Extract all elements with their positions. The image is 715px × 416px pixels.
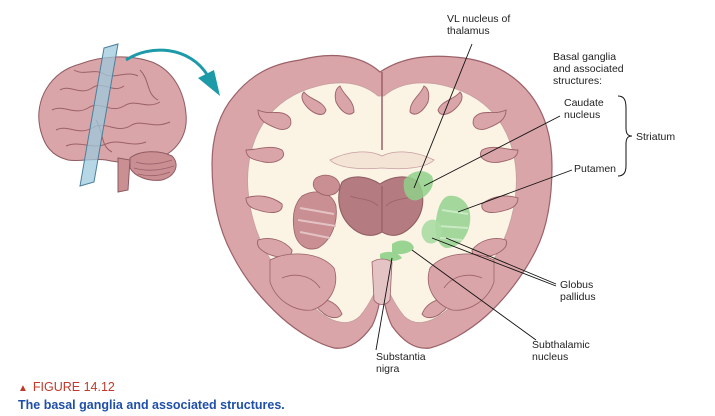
putamen-shape	[435, 195, 471, 248]
left-striatum-region	[292, 174, 341, 250]
label-subthalamic-line2: nucleus	[532, 351, 568, 363]
label-striatum: Striatum	[636, 131, 675, 143]
lateral-brain-brainstem	[117, 157, 131, 193]
leader-lines	[375, 43, 633, 351]
label-vl-line2: thalamus	[447, 25, 490, 37]
label-bg-line1: Basal ganglia	[553, 51, 616, 63]
left-temporal-lobe	[269, 253, 337, 311]
caudate-nucleus-shape	[403, 171, 434, 201]
label-substantia-line1: Substantia	[376, 351, 426, 363]
coronal-brain-section	[211, 54, 553, 349]
leader-globus-2	[431, 237, 557, 287]
globus-pallidus-shape	[421, 219, 442, 244]
label-caudate-line1: Caudate	[564, 97, 604, 109]
thalamus-region	[338, 176, 424, 236]
leader-vl	[413, 43, 473, 189]
lateral-brain-cerebrum	[38, 56, 187, 164]
triangle-icon: ▲	[18, 383, 28, 394]
striatum-bracket	[617, 95, 633, 177]
label-bg-line2: and associated	[553, 63, 624, 75]
label-globus-line2: pallidus	[560, 291, 596, 303]
lateral-brain-cerebellum	[129, 151, 177, 181]
label-bg-line3: structures:	[553, 75, 602, 87]
label-vl-line1: VL nucleus of	[447, 13, 510, 25]
leader-caudate	[423, 115, 561, 187]
pointer-arrow	[125, 48, 220, 96]
label-putamen: Putamen	[574, 163, 616, 175]
label-globus-line1: Globus	[560, 279, 593, 291]
leader-substantia	[375, 257, 393, 351]
substantia-nigra-shape	[380, 251, 402, 261]
lateral-brain-illustration	[38, 43, 187, 193]
subthalamic-nucleus-shape	[392, 240, 414, 255]
figure-number-text: FIGURE 14.12	[32, 380, 115, 394]
leader-globus-1	[445, 237, 557, 285]
brainstem	[371, 258, 393, 305]
leader-putamen	[457, 169, 573, 213]
label-subthalamic-line1: Subthalamic	[532, 339, 590, 351]
right-basal-ganglia	[380, 171, 471, 261]
leader-subthalamic	[411, 249, 537, 341]
coronal-section-plane	[79, 43, 119, 187]
figure-title: The basal ganglia and associated structu…	[18, 398, 285, 412]
label-caudate-line2: nucleus	[564, 109, 600, 121]
right-temporal-lobe	[427, 253, 495, 311]
figure-number: ▲ FIGURE 14.12	[18, 380, 115, 394]
label-substantia-line2: nigra	[376, 363, 400, 375]
